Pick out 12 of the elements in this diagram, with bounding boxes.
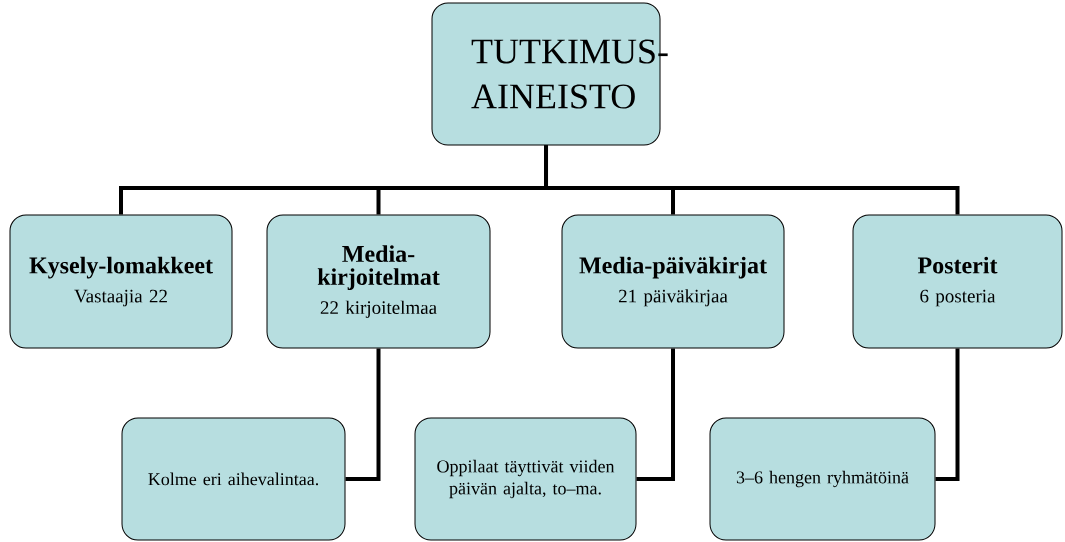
category-box: Kysely-lomakkeet Vastaajia 22 <box>9 214 233 349</box>
connector-line <box>345 348 381 481</box>
note-box: Oppilaat täyttivät viiden päivän ajalta, to–ma. <box>414 417 637 541</box>
note-box: 3–6 hengen ryhmätöinä <box>709 417 936 541</box>
connector-line <box>636 348 675 481</box>
category-box: Posterit 6 posteria <box>852 214 1063 349</box>
note-box: Kolme eri aihevalintaa. <box>121 417 346 541</box>
connector-line <box>935 348 960 481</box>
category-box: Media-kirjoitelmat 22 kirjoitelmaa <box>266 214 491 349</box>
root-box: TUTKIMUS-AINEISTO <box>431 2 668 146</box>
category-box: Media-päiväkirjat 21 päiväkirjaa <box>561 214 785 349</box>
connector-line <box>544 145 960 215</box>
